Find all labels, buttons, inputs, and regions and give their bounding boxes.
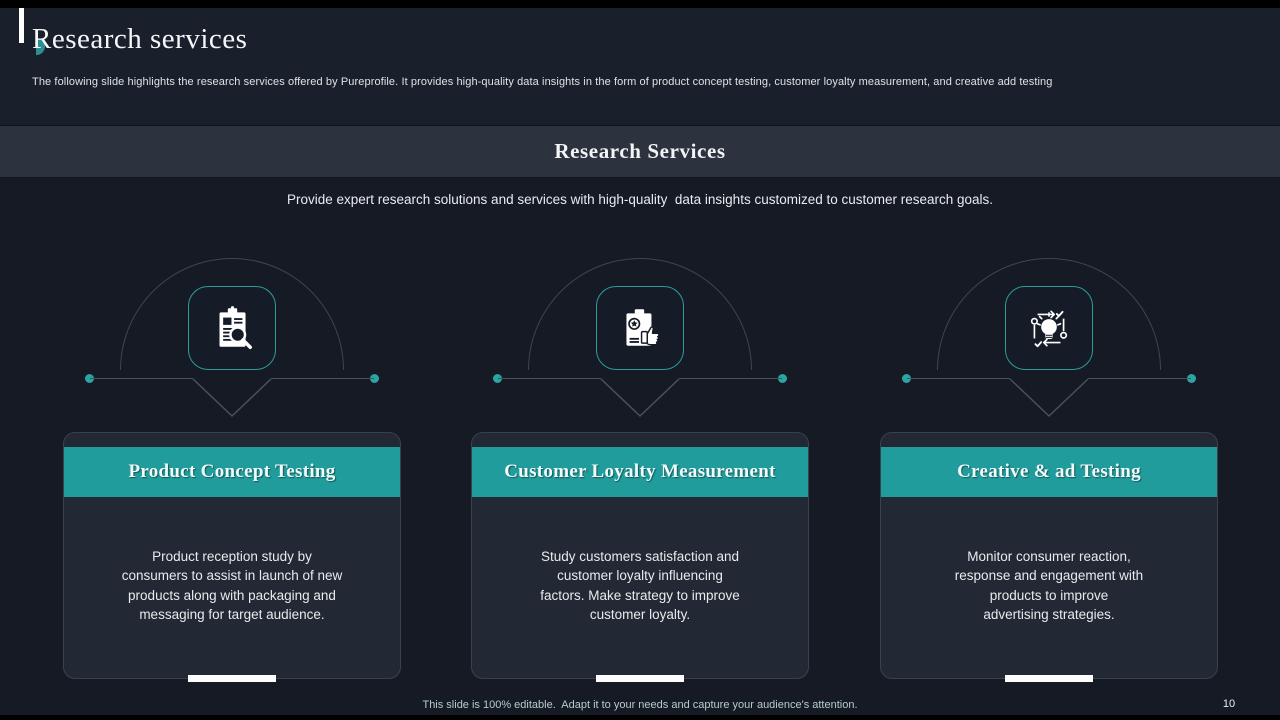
connector-line xyxy=(679,378,782,379)
top-letterbox-bar xyxy=(0,0,1280,8)
card-underline-accent xyxy=(188,675,276,682)
connector-dot xyxy=(1187,374,1196,383)
accent-bullet-icon xyxy=(36,38,45,55)
section-banner: Research Services xyxy=(0,125,1280,178)
service-card-title: Creative & ad Testing xyxy=(957,461,1141,482)
section-banner-title: Research Services xyxy=(554,139,726,163)
service-column-product-concept-testing: Product Concept Testing Product receptio… xyxy=(63,250,401,686)
connector-dot xyxy=(85,374,94,383)
accent-vertical-bar xyxy=(19,8,24,43)
service-card-header: Product Concept Testing xyxy=(64,447,400,497)
card-underline-accent xyxy=(1005,675,1093,682)
page-title: Research services xyxy=(32,23,248,55)
connector-dot xyxy=(778,374,787,383)
footer-note: This slide is 100% editable. Adapt it to… xyxy=(422,699,858,711)
connector-dot xyxy=(493,374,502,383)
card-underline-accent xyxy=(596,675,684,682)
service-card-description: Study customers satisfaction and custome… xyxy=(540,549,740,622)
page-subtitle: The following slide highlights the resea… xyxy=(32,76,1053,88)
connector-line xyxy=(271,378,374,379)
service-column-customer-loyalty-measurement: Customer Loyalty Measurement Study custo… xyxy=(471,250,809,686)
connector-line xyxy=(498,378,601,379)
clipboard-thumbs-up-icon xyxy=(596,286,684,370)
service-card-description: Monitor consumer reaction, response and … xyxy=(954,549,1144,622)
connector-line xyxy=(1088,378,1191,379)
bottom-letterbox-bar xyxy=(0,715,1280,720)
page-number: 10 xyxy=(1222,698,1236,710)
connector-line xyxy=(907,378,1010,379)
service-card: Product Concept Testing Product receptio… xyxy=(63,432,401,682)
service-card: Customer Loyalty Measurement Study custo… xyxy=(471,432,809,682)
pointer-chevron xyxy=(1009,378,1089,418)
connector-dot xyxy=(370,374,379,383)
service-card-header: Creative & ad Testing xyxy=(881,447,1217,497)
service-card-title: Customer Loyalty Measurement xyxy=(504,461,776,482)
service-card-description: Product reception study by consumers to … xyxy=(121,549,343,622)
lightbulb-cycle-icon xyxy=(1005,286,1093,370)
pointer-chevron xyxy=(600,378,680,418)
service-column-creative-ad-testing: Creative & ad Testing Monitor consumer r… xyxy=(880,250,1218,686)
clipboard-search-icon xyxy=(188,286,276,370)
service-card: Creative & ad Testing Monitor consumer r… xyxy=(880,432,1218,682)
service-card-title: Product Concept Testing xyxy=(128,461,336,482)
slide-body: Provide expert research solutions and se… xyxy=(0,179,1280,715)
connector-dot xyxy=(902,374,911,383)
tagline-text: Provide expert research solutions and se… xyxy=(286,192,994,207)
pointer-chevron xyxy=(192,378,272,418)
connector-line xyxy=(90,378,193,379)
slide-header: Research services The following slide hi… xyxy=(0,8,1280,125)
service-card-header: Customer Loyalty Measurement xyxy=(472,447,808,497)
